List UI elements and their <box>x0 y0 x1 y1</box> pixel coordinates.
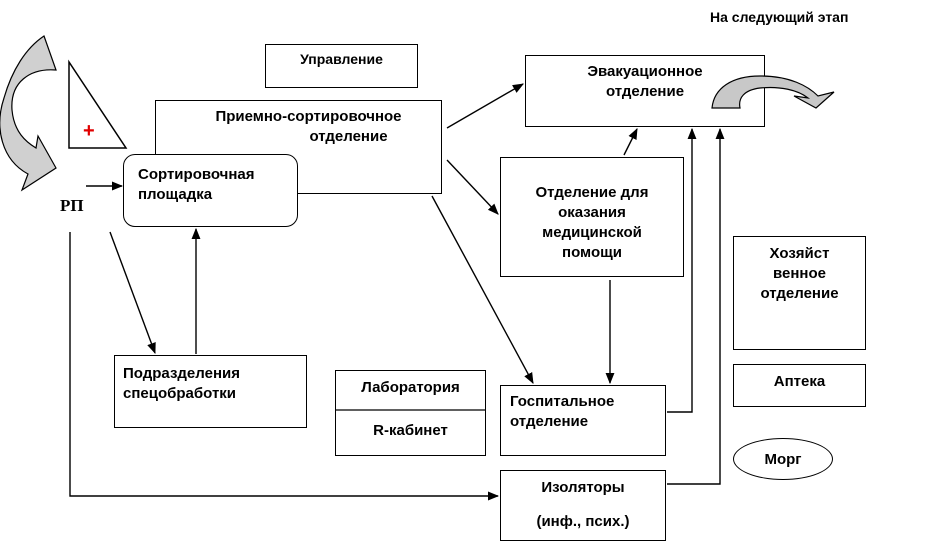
isolators-label-2: (инф., псих.) <box>536 513 630 530</box>
medical-care-box <box>500 157 684 277</box>
sorting-area-label-1: Сортировочная <box>138 166 255 183</box>
morgue-oval <box>733 438 833 480</box>
medical-label-4: помощи <box>562 244 622 261</box>
household-label-3: отделение <box>760 285 839 302</box>
triangle-shape <box>68 59 128 149</box>
pharmacy-label: Аптека <box>773 373 826 390</box>
next-stage-label: На следующий этап <box>710 9 849 25</box>
medical-label-2: оказания <box>558 204 626 221</box>
xray-label: R-кабинет <box>373 422 448 439</box>
plus-sign: + <box>83 120 95 142</box>
household-label-2: венное <box>773 265 826 282</box>
sorting-area-label-2: площадка <box>138 186 213 203</box>
household-box <box>733 236 866 350</box>
medical-to-evacuation-arrow <box>623 127 638 156</box>
hospital-to-evacuation-arrow <box>667 127 697 413</box>
reception-to-medical-arrow <box>446 159 499 215</box>
reception-label-2: отделение <box>309 128 388 145</box>
entry-curved-arrow <box>0 35 57 192</box>
special-processing-box <box>114 355 307 428</box>
medical-label-1: Отделение для <box>535 184 649 201</box>
reception-label-1: Приемно-сортировочное <box>215 108 402 125</box>
special-processing-label-2: спецобработки <box>123 385 237 402</box>
isolators-label-1: Изоляторы <box>541 479 625 496</box>
hospital-label-1: Госпитальное <box>510 393 615 410</box>
evacuation-label-2: отделение <box>605 83 685 100</box>
control-box <box>265 44 418 88</box>
lab-xray-box <box>335 370 486 456</box>
hospital-box <box>500 385 666 456</box>
morgue-label: Морг <box>764 451 802 468</box>
rp-label: РП <box>60 196 84 215</box>
rp-to-isolators-arrow <box>69 232 500 501</box>
reception-to-hospital-arrow <box>431 195 534 384</box>
sorting-area-box <box>123 154 298 227</box>
isolators-box <box>500 470 666 541</box>
hospital-label-2: отделение <box>510 413 589 430</box>
lab-label: Лаборатория <box>361 379 460 396</box>
pharmacy-box <box>733 364 866 407</box>
rp-to-special-arrow <box>109 231 156 355</box>
reception-to-evacuation-arrow <box>446 83 524 129</box>
household-label-1: Хозяйст <box>769 245 830 262</box>
exit-curved-arrow <box>711 75 835 109</box>
control-label: Управление <box>300 51 383 67</box>
medical-label-3: медицинской <box>542 224 642 241</box>
evacuation-label-1: Эвакуационное <box>587 63 703 80</box>
special-processing-label-1: Подразделения <box>123 365 240 382</box>
isolators-to-evacuation-arrow <box>667 127 725 485</box>
